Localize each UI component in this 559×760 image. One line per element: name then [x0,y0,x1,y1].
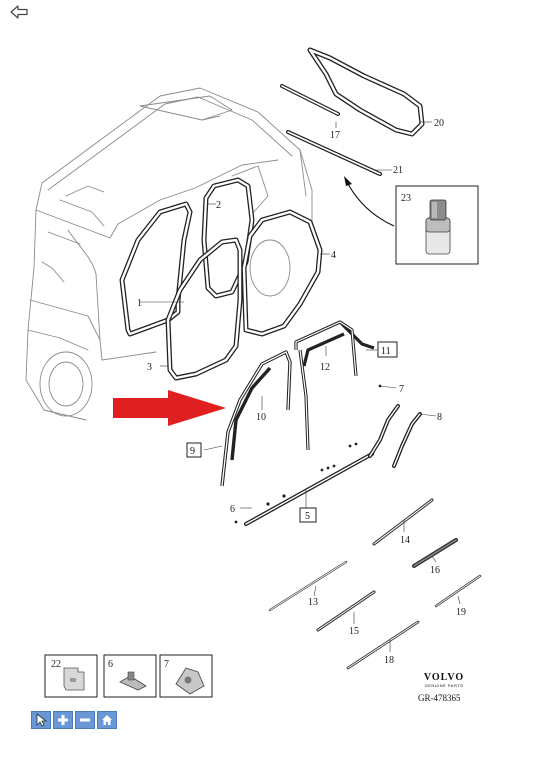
seal-1[interactable] [119,201,193,337]
adhesive-bottle-icon [425,199,451,255]
strip-7[interactable] [368,404,400,458]
seal-20[interactable] [307,47,425,137]
zoom-in-icon [58,715,68,725]
legend-item-6[interactable] [103,654,157,698]
zoom-out-button[interactable] [75,711,95,729]
part-box-23[interactable] [395,185,479,265]
legend-label-7: 7 [164,659,169,670]
callout-20: 20 [434,118,444,129]
callout-13: 13 [308,597,318,608]
callout-10: 10 [256,412,266,423]
callout-4: 4 [331,250,336,261]
pointer-arrow-23 [345,179,395,227]
sill-strip-5[interactable] [244,452,374,526]
pointer-icon [36,713,47,727]
callout-19: 19 [456,607,466,618]
molding-18[interactable] [346,620,420,670]
callout-3: 3 [147,362,152,373]
home-icon [102,715,112,725]
molding-15[interactable] [316,590,376,632]
pointer-button[interactable] [31,711,51,729]
molding-13[interactable] [268,560,348,612]
callout-2: 2 [216,200,221,211]
diagram-reference: GR-478365 [418,693,461,703]
callout-18: 18 [384,655,394,666]
callout-23: 23 [401,193,411,204]
clip-6-icon [119,671,147,691]
callout-9: 9 [190,446,195,457]
clip-22-icon [63,667,85,691]
callout-9-box [186,442,202,458]
callout-7: 7 [399,384,404,395]
callout-1: 1 [137,298,142,309]
brand-logo: VOLVO GENUINE PARTS [412,672,476,688]
callout-11-box [377,341,398,358]
callout-16: 16 [430,565,440,576]
callout-17: 17 [330,130,340,141]
callout-6: 6 [230,504,235,515]
callout-15: 15 [349,626,359,637]
back-button[interactable] [8,4,30,20]
strip-17[interactable] [280,84,340,116]
highlight-arrow [113,390,226,426]
callout-12: 12 [320,362,330,373]
clip-dots [234,384,382,524]
callout-14: 14 [400,535,410,546]
zoom-in-button[interactable] [53,711,73,729]
back-arrow-icon [10,5,28,19]
legend-item-22[interactable] [44,654,98,698]
legend-item-7[interactable] [159,654,213,698]
brand-subtitle: GENUINE PARTS [424,683,464,688]
strip-21[interactable] [286,130,382,176]
clip-7-icon [175,667,205,695]
molding-16[interactable] [412,538,458,568]
viewer-toolbar [31,711,117,729]
strip-8[interactable] [392,412,422,468]
brand-name: VOLVO [423,672,465,683]
leader-lines [140,121,461,652]
channel-12[interactable] [294,320,375,377]
molding-19[interactable] [434,574,482,608]
callout-5: 5 [305,511,310,522]
callout-8: 8 [437,412,442,423]
callout-21: 21 [393,165,403,176]
home-button[interactable] [97,711,117,729]
zoom-out-icon [80,718,90,722]
legend-label-22: 22 [51,659,61,670]
legend-label-6: 6 [108,659,113,670]
molding-14[interactable] [372,498,434,546]
callout-5-box [299,507,317,523]
vehicle-outline [25,87,313,421]
callout-11: 11 [381,346,391,357]
